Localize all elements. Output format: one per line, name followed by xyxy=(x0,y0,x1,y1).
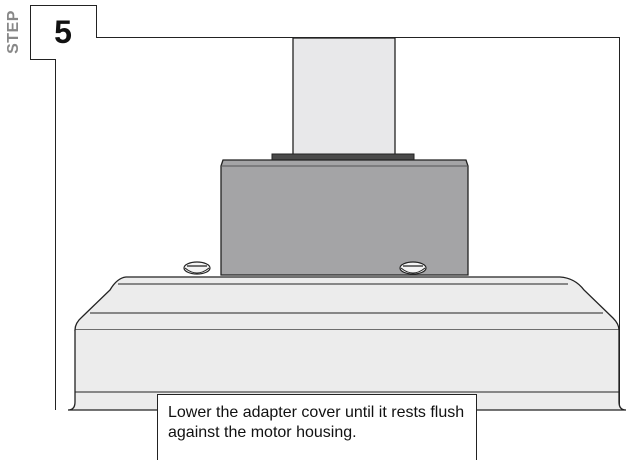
adapter-cover xyxy=(220,159,469,276)
step-number: 5 xyxy=(54,13,72,50)
downrod-flange xyxy=(271,153,415,161)
step-label: STEP xyxy=(3,5,25,59)
motor-housing xyxy=(67,276,627,411)
screw-icon xyxy=(183,261,211,275)
step-label-text: STEP xyxy=(5,10,23,54)
caption-box xyxy=(157,394,477,460)
instruction-caption: Lower the adapter cover until it rests f… xyxy=(168,404,465,441)
downrod xyxy=(292,37,396,159)
screw-icon xyxy=(399,261,427,275)
